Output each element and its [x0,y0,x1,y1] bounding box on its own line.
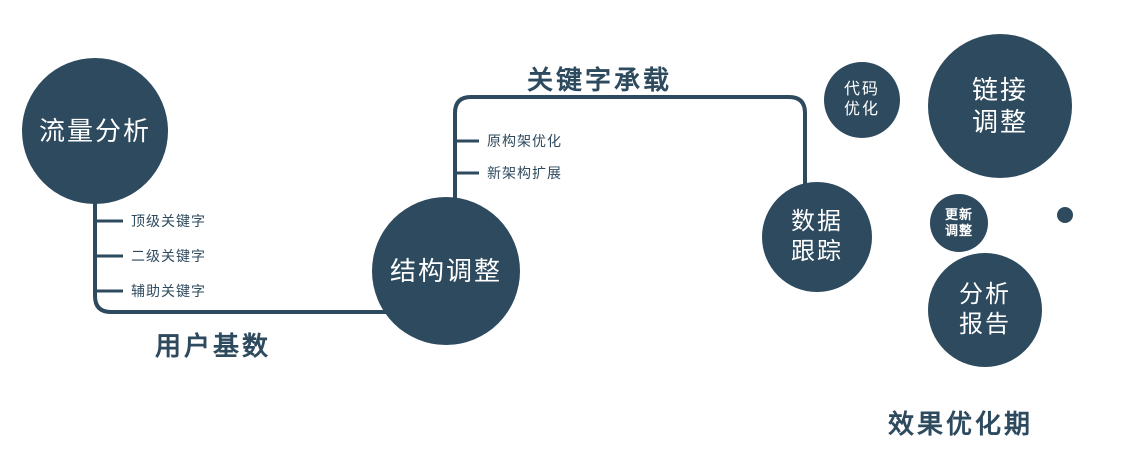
node-data-tracking: 数据 跟踪 [762,182,872,292]
connector-structure-to-data [453,95,807,205]
branch-label-top-keywords: 顶级关键字 [131,213,206,229]
node-traffic-analysis: 流量分析 [22,58,168,204]
node-update-adjustment: 更新 调整 [930,194,988,252]
edge-label-keyword-carry: 关键字承载 [527,65,673,95]
edge-label-user-base: 用户基数 [155,331,272,361]
node-code-optimization: 代码 优化 [824,62,900,138]
dot-marker [1057,207,1073,223]
branch-label-new-architecture-expansion: 新架构扩展 [487,165,562,181]
node-structure-adjustment: 结构调整 [372,197,520,345]
caption-effect-optimization-period: 效果优化期 [888,409,1034,439]
branch-label-auxiliary-keywords: 辅助关键字 [131,283,206,299]
branch-label-secondary-keywords: 二级关键字 [131,248,206,264]
node-analysis-report: 分析 报告 [928,253,1042,367]
branch-label-original-architecture-optimization: 原构架优化 [487,133,562,149]
connector-traffic-to-structure [93,190,392,314]
node-link-adjustment: 链接 调整 [928,34,1072,178]
